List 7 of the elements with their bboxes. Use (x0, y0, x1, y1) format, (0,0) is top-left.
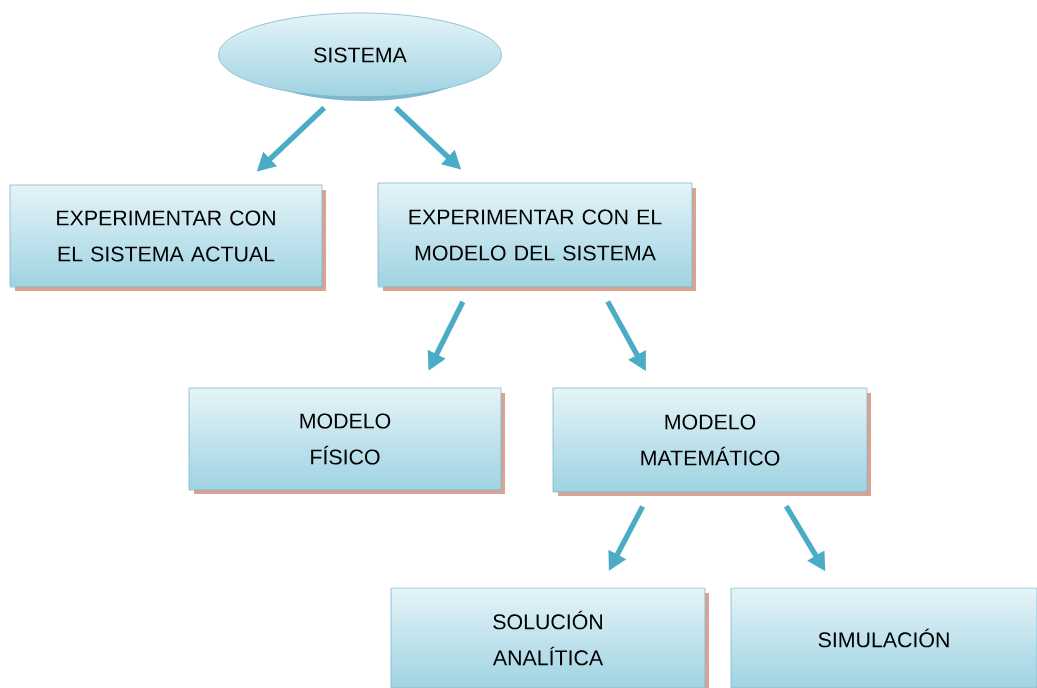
process-box: MODELO FÍSICO (188, 387, 505, 494)
process-box: EXPERIMENTAR CON EL SISTEMA ACTUAL (9, 184, 326, 291)
process-box: EXPERIMENTAR CON EL MODELO DEL SISTEMA (377, 182, 696, 291)
process-box: SOLUCIÓN ANALÍTICA (390, 587, 709, 688)
process-box: MODELO MATEMÁTICO (552, 387, 871, 496)
ellipse-node: SISTEMA (218, 12, 502, 101)
process-box: SIMULACIÓN (730, 587, 1037, 688)
